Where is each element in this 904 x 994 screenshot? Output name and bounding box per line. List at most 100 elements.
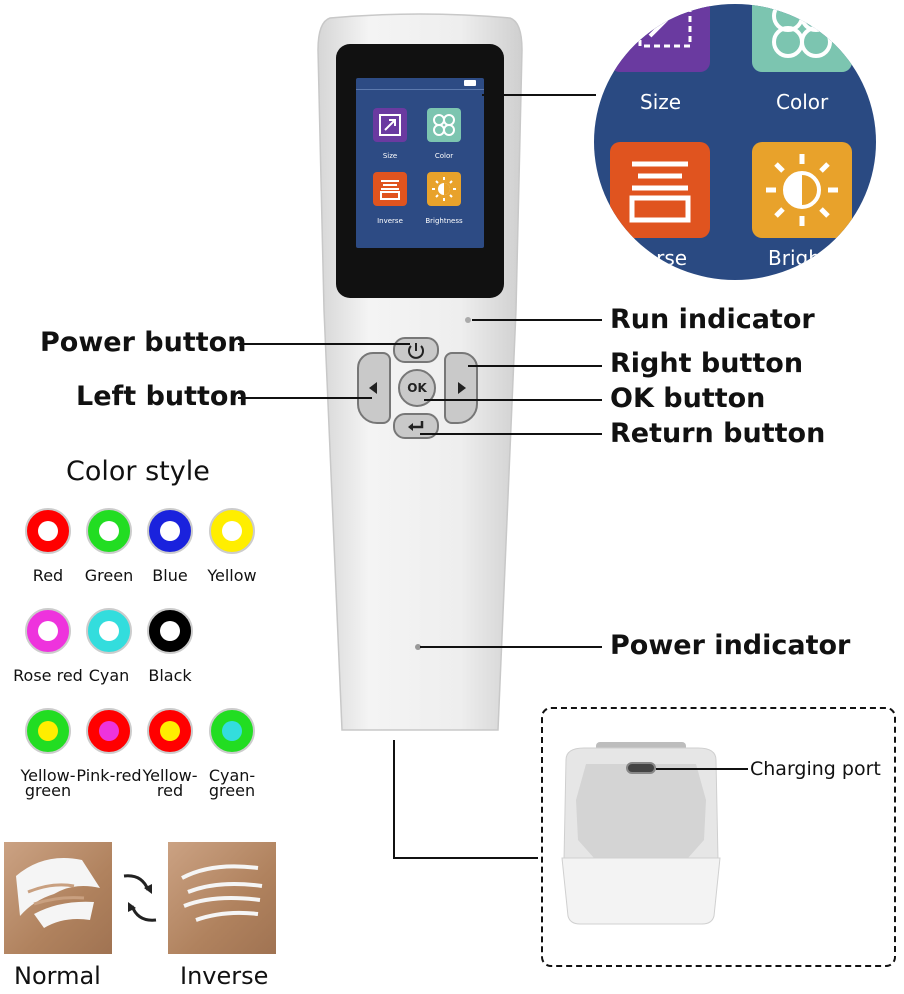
color-swatch [25,608,71,654]
ok-button[interactable]: OK [398,369,436,407]
ok-label: OK [407,381,427,395]
power-indicator-label: Power indicator [610,630,851,661]
power-button-label: Power button [40,327,247,358]
color-swatch-core [99,621,119,641]
battery-icon [464,80,476,86]
inverse-mode-photo [168,842,276,954]
color-swatch-label: Yellow-red [142,766,198,800]
charging-port-leader [656,768,748,770]
device-screen-topline [356,89,484,90]
run-indicator-leader [472,319,602,321]
power-indicator-dot [415,644,421,650]
zoom-label-inverse: verse [632,246,688,270]
screen-tile-color-label: Color [434,152,454,160]
resize-icon [638,4,692,48]
zoom-label-color: Color [776,90,829,114]
ok-button-label: OK button [610,383,766,414]
color-swatch-core [38,521,58,541]
return-button[interactable] [393,413,439,439]
color-swatch-label: Yellow-green [20,766,76,800]
left-button-leader [238,397,372,399]
color-swatch-core [160,721,180,741]
color-swatch [147,608,193,654]
color-swatch [86,608,132,654]
brightness-icon [432,177,456,201]
color-swatch-label: Yellow [207,566,257,585]
device-screen [356,78,484,248]
right-button-leader [468,365,602,367]
color-swatch [209,508,255,554]
power-button[interactable] [393,337,439,363]
charging-port-slot [626,762,656,774]
color-swatch-label: Green [84,566,134,585]
color-swatch-core [222,521,242,541]
color-swatch-label: Black [148,666,192,685]
color-swatch [147,708,193,754]
right-button-label: Right button [610,348,804,379]
inverse-icon [380,180,400,200]
color-swatch [209,708,255,754]
charging-port-label: Charging port [750,758,881,780]
color-swatch-core [99,521,119,541]
screen-tile-inverse-label: Inverse [377,217,403,225]
resize-icon [379,114,401,136]
power-button-leader [238,343,410,345]
color-swatch-core [99,721,119,741]
left-button-label: Left button [76,381,248,412]
brightness-icon [766,154,838,226]
screen-tile-inverse[interactable] [373,172,407,206]
left-arrow-icon [369,382,377,394]
screen-tile-brightness[interactable] [427,172,461,206]
color-swatch-core [160,621,180,641]
normal-mode-photo [4,842,112,954]
zoom-leader-line [482,94,596,96]
zoom-label-size: Size [640,90,682,114]
color-swatch-label: Cyan [88,666,130,685]
color-swatch [147,508,193,554]
power-icon [408,343,424,359]
charging-port-detail-box [541,707,896,967]
color-swatch-label: Pink-red [76,766,142,785]
swap-arrows-icon [123,874,157,922]
screen-tile-color[interactable] [427,108,461,142]
screen-zoom-circle: Size Color verse Brightn [594,4,876,280]
connector-line [393,740,538,859]
normal-mode-label: Normal [14,962,101,990]
right-button[interactable] [444,352,478,424]
color-style-title: Color style [66,456,210,487]
screen-tile-size-label: Size [382,152,398,160]
clover-icon [772,4,832,58]
return-button-label: Return button [610,418,826,449]
color-swatch-label: Blue [152,566,188,585]
zoom-tile-size [610,4,710,72]
color-swatch-label: Red [32,566,64,585]
run-indicator-dot [465,317,471,323]
color-swatch-label: Rose red [13,666,83,685]
screen-tile-size[interactable] [373,108,407,142]
color-swatch-core [38,621,58,641]
inverse-mode-label: Inverse [180,962,269,990]
screen-tile-brightness-label: Brightness [425,217,463,225]
device-base-illustration [561,742,721,925]
ok-button-leader [424,399,602,401]
run-indicator-label: Run indicator [610,304,815,335]
color-swatch [86,708,132,754]
color-swatch-core [160,521,180,541]
color-swatch-label: Cyan-green [208,766,256,800]
right-arrow-icon [458,382,466,394]
color-swatch [86,508,132,554]
left-button[interactable] [357,352,391,424]
zoom-tile-color [752,4,852,72]
return-button-leader [420,433,602,435]
inverse-icon [629,161,691,223]
clover-icon [433,114,455,136]
zoom-tile-inverse [610,142,710,238]
color-swatch [25,508,71,554]
zoom-tile-brightness [752,142,852,238]
power-indicator-leader [420,646,602,648]
color-swatch-core [38,721,58,741]
color-swatch [25,708,71,754]
color-swatch-core [222,721,242,741]
return-icon [408,421,424,431]
zoom-label-brightness: Brightn [768,246,842,270]
